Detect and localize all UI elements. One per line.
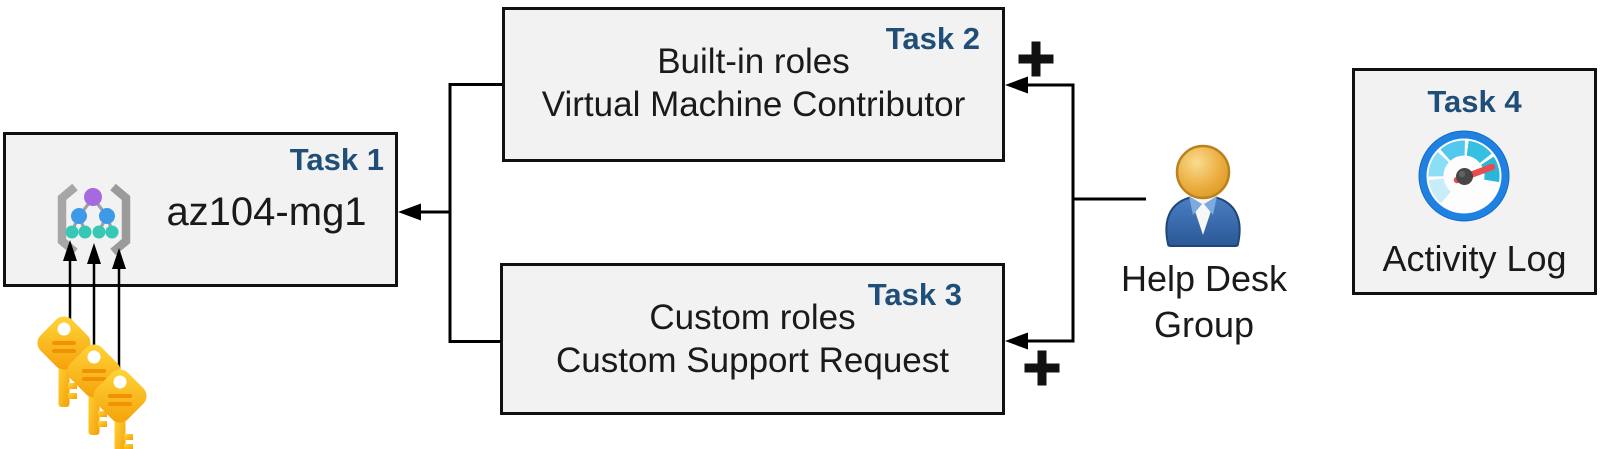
help-desk-line2: Group [1153,304,1255,345]
management-group-icon [57,183,131,256]
task1-box: Task 1 az104-mg1 [3,132,398,287]
activity-log-gauge-icon [1418,130,1510,222]
task3-line2: Custom Support Request [556,341,949,380]
task3-line1: Custom roles [649,298,856,337]
three-gold-keys-icon [37,316,147,449]
task2-text: Built-in roles Virtual Machine Contribut… [505,40,1002,126]
arrowhead-into-task1 [398,203,421,221]
task3-badge: Task 3 [867,277,962,312]
task2-line1: Built-in roles [657,42,850,81]
arrowhead-into-task3 [1005,332,1028,350]
help-desk-line1: Help Desk [1120,258,1288,299]
task4-caption: Activity Log [1382,238,1567,279]
task2-box: Task 2 Built-in roles Virtual Machine Co… [502,7,1005,162]
key-icon [67,344,121,435]
task3-text: Custom roles Custom Support Request [503,296,1002,382]
arrowhead-into-task2 [1005,76,1028,94]
task2-badge: Task 2 [885,21,980,56]
task4-badge: Task 4 [1427,84,1522,119]
person-icon [1165,144,1241,247]
task4-box: Task 4 Activity Log [1352,68,1597,295]
key-icon [93,369,147,449]
task2-line2: Virtual Machine Contributor [541,85,966,124]
plus-icon [1024,350,1060,386]
task1-title: az104-mg1 [166,190,367,234]
task1-badge: Task 1 [289,142,384,177]
key-icon [37,316,91,407]
plus-icon [1018,41,1054,77]
task3-box: Task 3 Custom roles Custom Support Reque… [500,263,1005,415]
left-bracket-connector [420,83,502,343]
help-desk-group-label: Help Desk Group [1092,256,1316,348]
